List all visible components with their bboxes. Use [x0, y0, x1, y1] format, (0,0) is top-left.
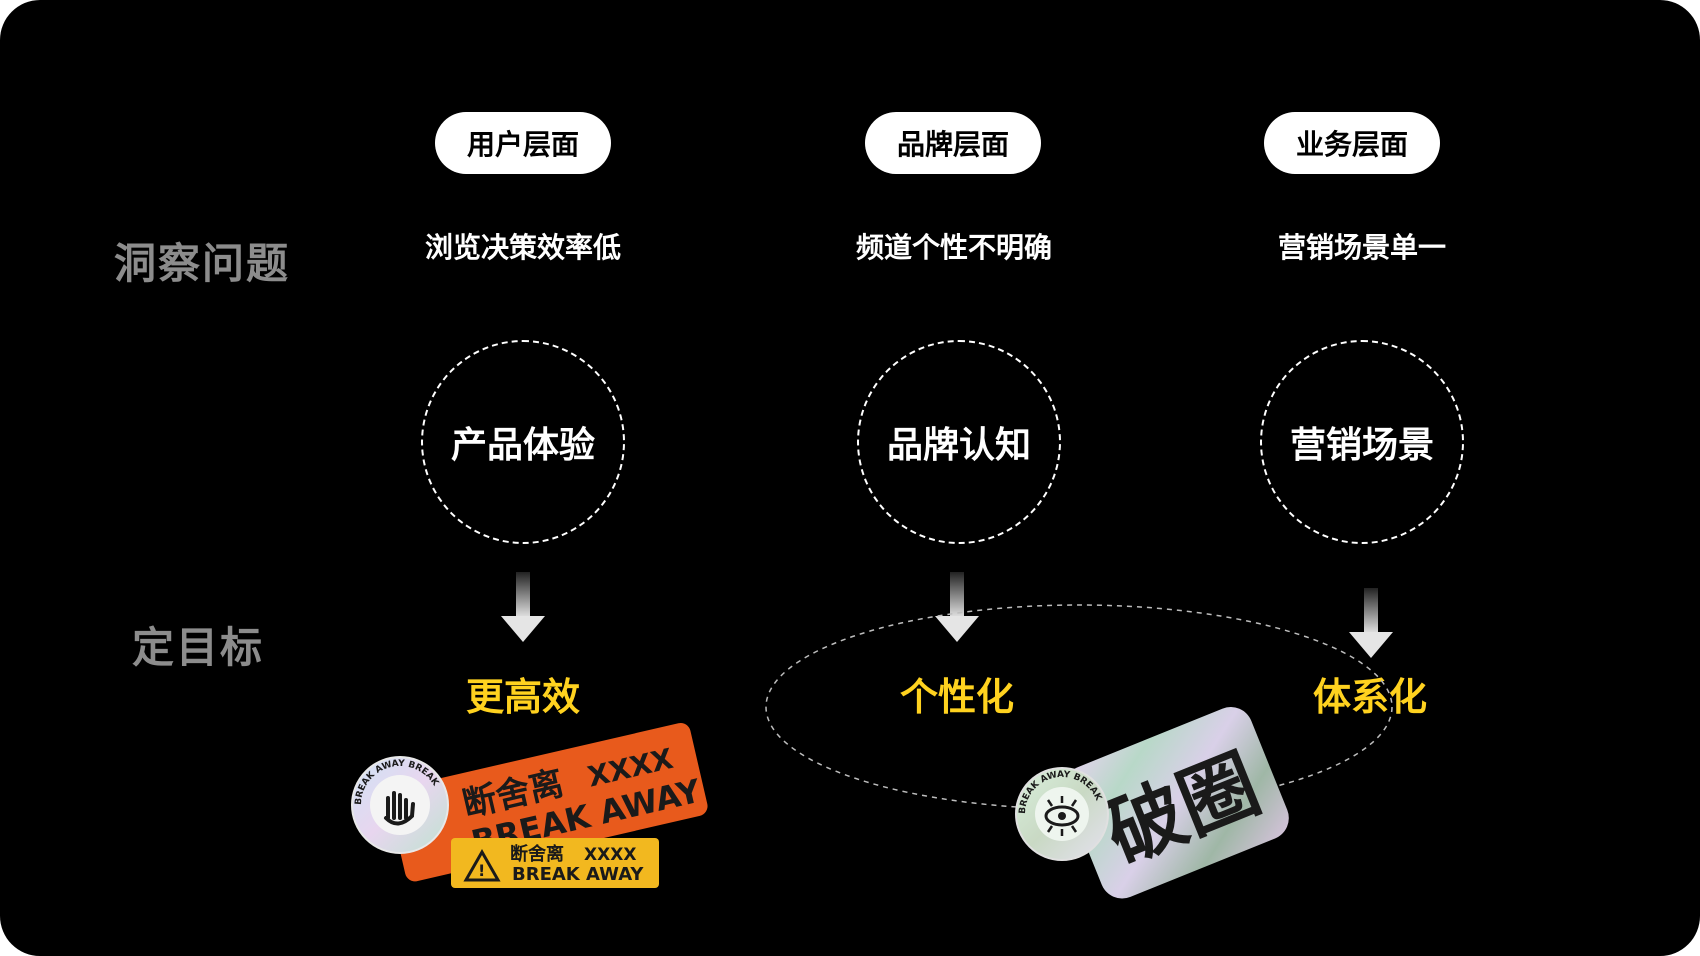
- yellow-sticker: ! 断舍离 XXXX BREAK AWAY: [451, 838, 659, 888]
- yellow-sticker-en: BREAK AWAY: [512, 864, 644, 885]
- yellow-sticker-xxxx: XXXX: [584, 845, 636, 865]
- svg-text:!: !: [478, 861, 485, 880]
- yellow-sticker-cn: 断舍离: [510, 843, 564, 865]
- eye-badge-sticker: BREAK AWAY BREAK: [1016, 768, 1108, 860]
- hand-badge-sticker: BREAK AWAY BREAK: [352, 757, 448, 853]
